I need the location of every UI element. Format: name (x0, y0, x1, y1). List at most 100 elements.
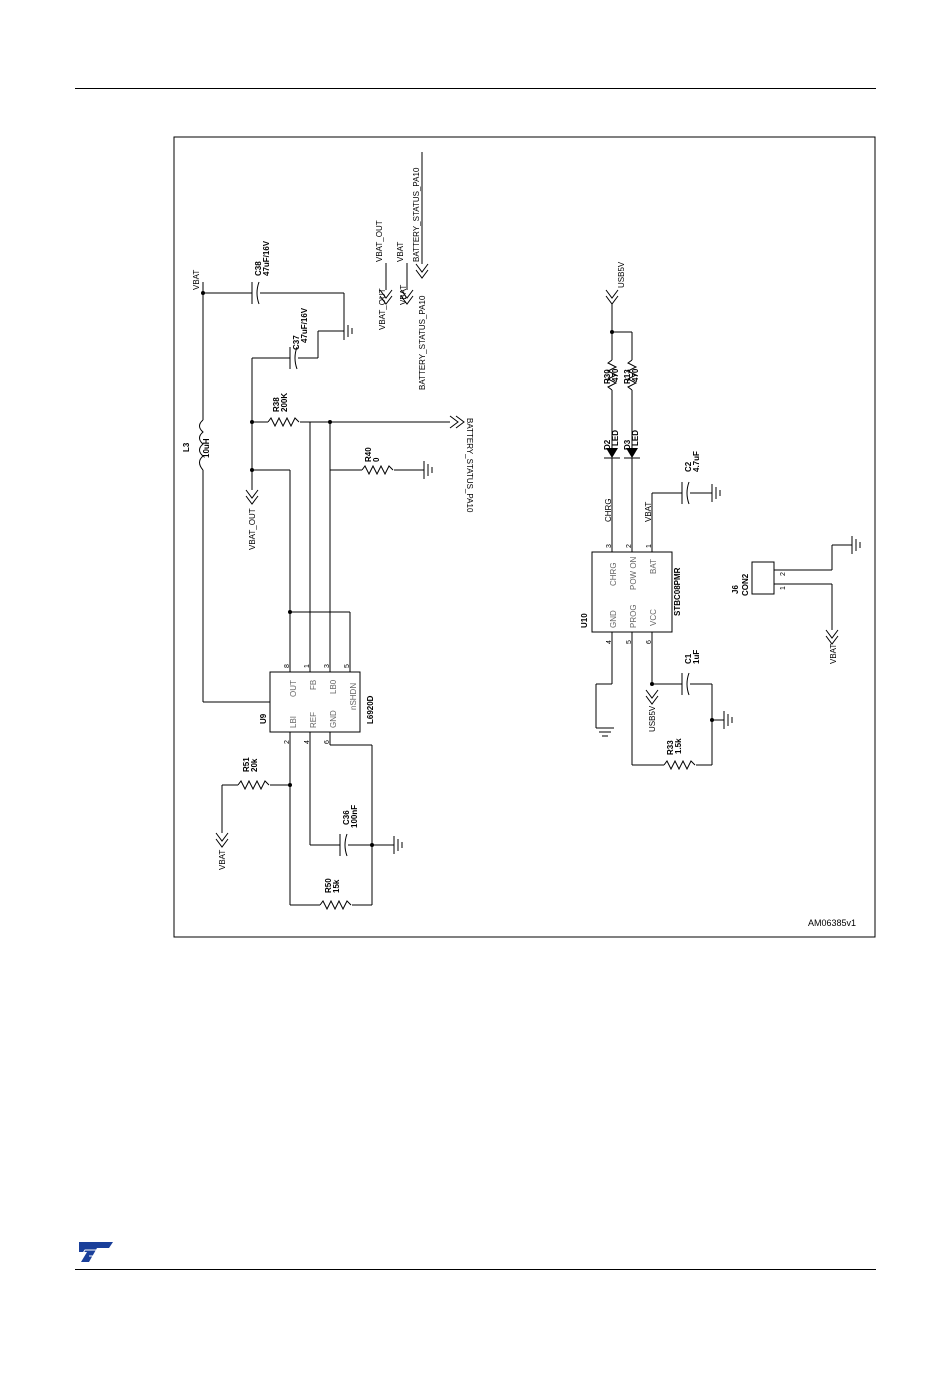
vbat-label-j6: VBAT (829, 644, 838, 664)
u9-pin-lbi: LBI (289, 716, 298, 728)
u9-pin-out: OUT (289, 680, 298, 697)
r13-ref: R13 (623, 369, 632, 384)
r40-symbol (361, 464, 394, 476)
u10-part: STBC08PMR (673, 567, 682, 616)
vbat-port (400, 289, 414, 305)
c2-symbol (681, 481, 690, 505)
u10-pin-5: 5 (626, 640, 633, 644)
j6-value: CON2 (741, 573, 750, 596)
vbat-label-left: VBAT (218, 850, 227, 870)
c37-value: 47uF/16V (300, 307, 309, 343)
ground-symbol-2 (423, 461, 433, 479)
battery-status-port (415, 263, 429, 279)
r30-symbol (606, 359, 618, 391)
figure-id: AM06385v1 (808, 918, 856, 928)
usb5v-label-top: USB5V (617, 261, 626, 288)
usb5v-connector-top (605, 289, 619, 305)
ground-symbol-5 (596, 727, 614, 737)
u10-pin-powon: POW ON (629, 556, 638, 590)
r51-value: 20k (250, 758, 259, 772)
r50-ref: R50 (324, 878, 333, 893)
u9-pin-nshdn: nSHDN (349, 683, 358, 710)
schematic-frame (173, 136, 876, 938)
u9-pin-ref: REF (309, 712, 318, 728)
vbat-out-net-label: VBAT_OUT (375, 220, 384, 262)
r33-ref: R33 (666, 740, 675, 755)
c1-value: 1uF (692, 650, 701, 664)
u10-pin-2: 2 (626, 544, 633, 548)
c2-value: 4.7uF (692, 451, 701, 472)
u10-pin-chrg: CHRG (609, 562, 618, 586)
ground-symbol-6 (723, 711, 733, 729)
c1-symbol (681, 672, 690, 696)
r50-symbol (319, 899, 352, 911)
u10-pin-3: 3 (606, 544, 613, 548)
r38-ref: R38 (272, 397, 281, 412)
u9-pin-3: 3 (324, 664, 331, 668)
st-logo-icon (76, 1242, 113, 1263)
u9-pin-2: 2 (284, 740, 291, 744)
u9-pin-1: 1 (304, 664, 311, 668)
battery-status-label: BATTERY_STATUS_PA10 (465, 418, 474, 513)
j6-ref: J6 (731, 585, 740, 594)
ground-symbol-3 (393, 836, 403, 854)
r51-ref: R51 (242, 757, 251, 772)
u9-pin-lbo: LB0 (329, 679, 338, 694)
chrg-net-label: CHRG (604, 498, 613, 522)
r30-ref: R30 (603, 369, 612, 384)
ground-symbol-4 (711, 484, 721, 502)
vbat-connector-j6 (825, 629, 839, 645)
vbat-out-connector (245, 489, 259, 505)
usb5v-connector-bottom (645, 689, 659, 705)
r38-symbol (267, 416, 300, 428)
battery-status-port-label: BATTERY_STATUS_PA10 (418, 295, 427, 390)
ground-symbol-1 (343, 322, 353, 340)
u9-part: L6920D (366, 695, 375, 724)
r13-symbol (626, 359, 638, 391)
d3-ref: D3 (623, 439, 632, 450)
d3-value: LED (631, 430, 640, 446)
c38-ref: C38 (254, 261, 263, 276)
usb5v-label-bottom: USB5V (648, 705, 657, 732)
r50-value: 15k (332, 879, 341, 893)
l3-symbol (199, 419, 204, 471)
r38-value: 200K (280, 393, 289, 412)
ground-symbol-7 (851, 536, 861, 554)
c36-ref: C36 (342, 810, 351, 825)
vbat-label-u10: VBAT (644, 502, 653, 522)
c36-value: 100nF (350, 805, 359, 828)
j6-pin-1: 1 (780, 586, 787, 590)
d3-symbol (626, 448, 638, 458)
battery-status-connector (449, 415, 465, 429)
d2-ref: D2 (603, 439, 612, 450)
j6-body (751, 561, 775, 595)
r33-value: 1.5k (674, 738, 683, 754)
r51-symbol (237, 779, 270, 791)
u9-pin-5: 5 (344, 664, 351, 668)
j6-pin-2: 2 (780, 572, 787, 576)
d2-value: LED (611, 430, 620, 446)
u9-pin-8: 8 (284, 664, 291, 668)
r40-value: 0 (372, 457, 381, 462)
u10-pin-1: 1 (646, 544, 653, 548)
c37-symbol (289, 346, 298, 370)
u9-ref: U9 (259, 713, 268, 724)
u9-pin-6: 6 (324, 740, 331, 744)
vbat-connector-left (215, 832, 229, 848)
l3-ref: L3 (182, 442, 191, 452)
u9-pin-gnd: GND (329, 710, 338, 728)
c36-symbol (339, 833, 348, 857)
u9-pin-fb: FB (309, 680, 318, 690)
u10-pin-bat: BAT (649, 559, 658, 574)
u10-pin-vcc: VCC (649, 609, 658, 626)
u10-pin-gnd: GND (609, 610, 618, 628)
c2-ref: C2 (684, 461, 693, 472)
u10-pin-4: 4 (606, 640, 613, 644)
r30-value: 470 (611, 368, 620, 382)
c1-ref: C1 (684, 653, 693, 664)
l3-value: 10uH (202, 438, 211, 458)
vbat-port-label: VBAT (399, 285, 408, 305)
u10-pin-6: 6 (646, 640, 653, 644)
vbat-out-port-label: VBAT_OUT (378, 288, 387, 330)
